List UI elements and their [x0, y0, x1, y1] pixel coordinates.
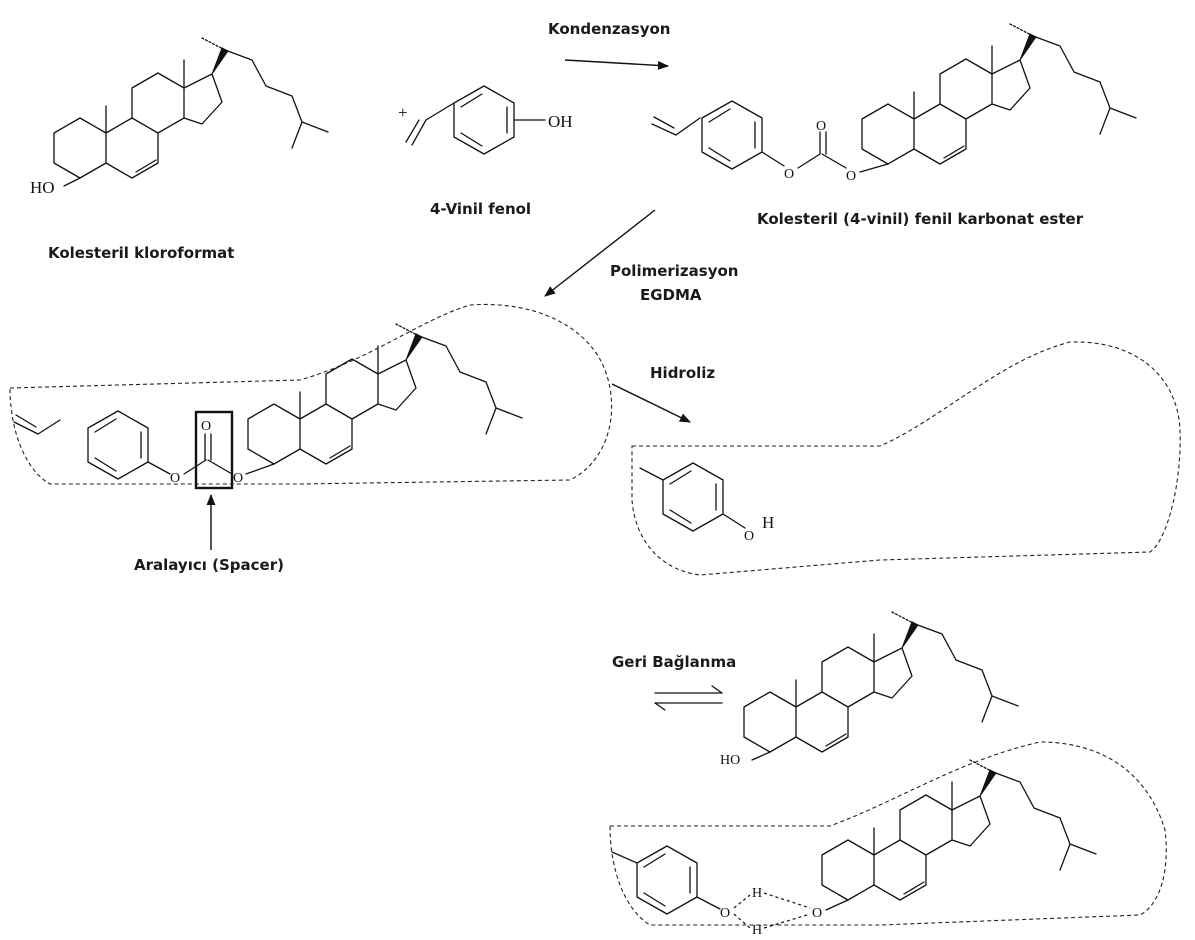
label-hidroliz: Hidroliz [650, 364, 715, 382]
label-aralayici: Aralayıcı (Spacer) [134, 556, 284, 574]
rebound-complex: O H H O [609, 741, 1167, 938]
label-egdma: EGDMA [640, 286, 702, 304]
plus-sign: + [398, 103, 408, 122]
vinyl-phenol: OH [405, 85, 573, 155]
spacer-highlight-box [194, 410, 234, 490]
atom-o-1: O [784, 167, 794, 182]
atom-o-7: O [812, 906, 822, 921]
condensation-arrow [564, 59, 670, 70]
label-polimerizasyon: Polimerizasyon [610, 262, 738, 280]
cholesteryl-chloroformate: HO [30, 37, 329, 197]
atom-h-3: H [752, 923, 762, 938]
atom-o-5: O [744, 529, 754, 544]
label-vinil-fenol: 4-Vinil fenol [430, 200, 531, 218]
label-kolesteril-kloroformat: Kolesteril kloroformat [48, 244, 234, 262]
atom-o-carbonyl: O [816, 119, 826, 134]
label-kondenzasyon: Kondenzasyon [548, 20, 670, 38]
free-cholesterol: HO [720, 611, 1019, 768]
imprinted-cavity: O H [631, 341, 1181, 576]
atom-o-4: O [233, 471, 243, 486]
hydrolysis-arrow [611, 383, 692, 423]
atom-o-2: O [846, 169, 856, 184]
atom-h-1: H [762, 513, 774, 532]
imprinted-polymer-with-template: O O O [9, 303, 613, 490]
atom-oh: OH [548, 112, 573, 131]
atom-o-carbonyl-2: O [201, 419, 211, 434]
atom-o-3: O [170, 471, 180, 486]
equilibrium-arrows [654, 685, 723, 711]
carbonate-ester: O O O [651, 23, 1137, 184]
atom-o-6: O [720, 906, 730, 921]
atom-h-2: H [752, 886, 762, 901]
polymerization-arrow [544, 209, 656, 297]
label-karbonat-ester: Kolesteril (4-vinil) fenil karbonat este… [757, 210, 1084, 228]
atom-ho: HO [30, 178, 55, 197]
label-geri-baglanma: Geri Bağlanma [612, 653, 736, 671]
atom-ho-2: HO [720, 753, 740, 768]
